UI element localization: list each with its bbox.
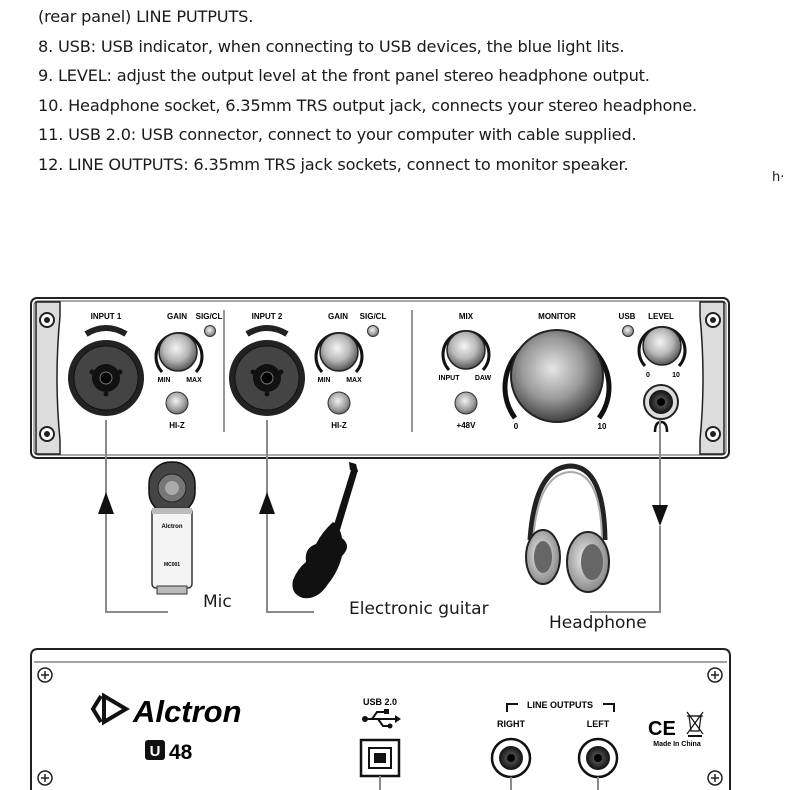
usb-led xyxy=(622,325,634,337)
arrow-up-mic-icon xyxy=(98,492,114,514)
right-label: RIGHT xyxy=(497,719,526,729)
mix-knob[interactable] xyxy=(441,330,491,372)
mic-model: MC001 xyxy=(164,562,180,568)
connection-lines xyxy=(105,420,661,613)
headphone-jack[interactable] xyxy=(643,384,679,420)
headphone-caption: Headphone xyxy=(549,613,647,633)
left-end-cap xyxy=(35,301,61,455)
weee-bin-icon xyxy=(686,711,704,737)
screw-bottom-left-icon xyxy=(37,770,53,786)
level-max: 10 xyxy=(672,372,680,379)
monitor-min: 0 xyxy=(514,422,519,431)
sigcl1-label: SIG/CL xyxy=(196,312,223,321)
headphone-illustration xyxy=(525,463,610,593)
line-output-left-jack[interactable] xyxy=(577,737,619,779)
guitar-illustration xyxy=(292,462,358,599)
sigcl2-label: SIG/CL xyxy=(360,312,387,321)
doc-line-6: 12. LINE OUTPUTS: 6.35mm TRS jack socket… xyxy=(38,154,629,174)
guitar-caption: Electronic guitar xyxy=(349,599,489,619)
level-knob[interactable] xyxy=(637,326,687,368)
gain1-knob[interactable] xyxy=(154,332,204,374)
microphone-illustration: Alctron MC001 xyxy=(148,461,196,595)
gain1-max: MAX xyxy=(186,377,202,384)
mic-caption: Mic xyxy=(203,592,232,612)
gain1-min: MIN xyxy=(158,377,171,384)
usb-b-port[interactable] xyxy=(359,738,401,778)
sigcl2-led xyxy=(367,325,379,337)
monitor-max: 10 xyxy=(598,422,607,431)
combo-jack-2[interactable] xyxy=(229,325,305,416)
input2-label: INPUT 2 xyxy=(252,312,283,321)
usb-led-label: USB xyxy=(619,312,636,321)
doc-line-2: 8. USB: USB indicator, when connecting t… xyxy=(38,36,625,56)
arrow-down-headphone-icon xyxy=(652,505,668,526)
line-outputs-label: LINE OUTPUTS xyxy=(527,700,593,710)
rear-brand: Alctron xyxy=(132,694,242,729)
screw-bottom-right-icon xyxy=(707,770,723,786)
mic-brand: Alctron xyxy=(162,524,183,530)
input1-label: INPUT 1 xyxy=(91,312,122,321)
doc-line-5: 11. USB 2.0: USB connector, connect to y… xyxy=(38,125,637,145)
model-badge-icon xyxy=(145,740,165,760)
model-badge: U xyxy=(150,743,161,760)
phantom-button[interactable] xyxy=(454,391,478,415)
monitor-knob[interactable] xyxy=(502,329,612,423)
phantom-label: +48V xyxy=(457,421,477,430)
usb2-label: USB 2.0 xyxy=(363,697,397,707)
gain2-knob[interactable] xyxy=(314,332,364,374)
alctron-logo-icon xyxy=(90,692,130,726)
front-panel: INPUT 1 GAIN SIG/CL MIN MAX HI-Z INPUT 2 xyxy=(30,297,730,459)
edge-mark: h· xyxy=(772,170,785,185)
hiz1-button[interactable] xyxy=(165,391,189,415)
level-min: 0 xyxy=(646,372,650,379)
manual-text: (rear panel) LINE PUTPUTS. 8. USB: USB i… xyxy=(38,2,778,180)
mix-label: MIX xyxy=(459,312,474,321)
monitor-label: MONITOR xyxy=(538,312,576,321)
mix-daw-label: DAW xyxy=(475,375,492,382)
mix-input-label: INPUT xyxy=(439,375,461,382)
combo-jack-1[interactable] xyxy=(68,325,144,416)
level-label: LEVEL xyxy=(648,312,674,321)
doc-line-4: 10. Headphone socket, 6.35mm TRS output … xyxy=(38,95,697,115)
model-number: 48 xyxy=(169,741,193,764)
line-output-right-jack[interactable] xyxy=(490,737,532,779)
made-in-label: Made In China xyxy=(653,741,701,748)
gain2-max: MAX xyxy=(346,377,362,384)
screw-top-right-icon xyxy=(707,667,723,683)
gain2-label: GAIN xyxy=(328,312,348,321)
usb-symbol-icon xyxy=(362,709,401,729)
hiz2-label: HI-Z xyxy=(331,421,347,430)
right-end-cap xyxy=(699,301,725,455)
arrow-up-guitar-icon xyxy=(259,492,275,514)
hiz2-button[interactable] xyxy=(327,391,351,415)
hiz1-label: HI-Z xyxy=(169,421,185,430)
gain1-label: GAIN xyxy=(167,312,187,321)
gain2-min: MIN xyxy=(318,377,331,384)
doc-line-3: 9. LEVEL: adjust the output level at the… xyxy=(38,66,650,86)
left-label: LEFT xyxy=(587,719,610,729)
rear-panel: Alctron U 48 USB 2.0 LINE OUTPUTS RIGHT … xyxy=(30,648,731,790)
screw-top-left-icon xyxy=(37,667,53,683)
ce-mark: CE xyxy=(648,718,676,740)
sigcl1-led xyxy=(204,325,216,337)
doc-line-1: (rear panel) LINE PUTPUTS. xyxy=(38,7,254,26)
